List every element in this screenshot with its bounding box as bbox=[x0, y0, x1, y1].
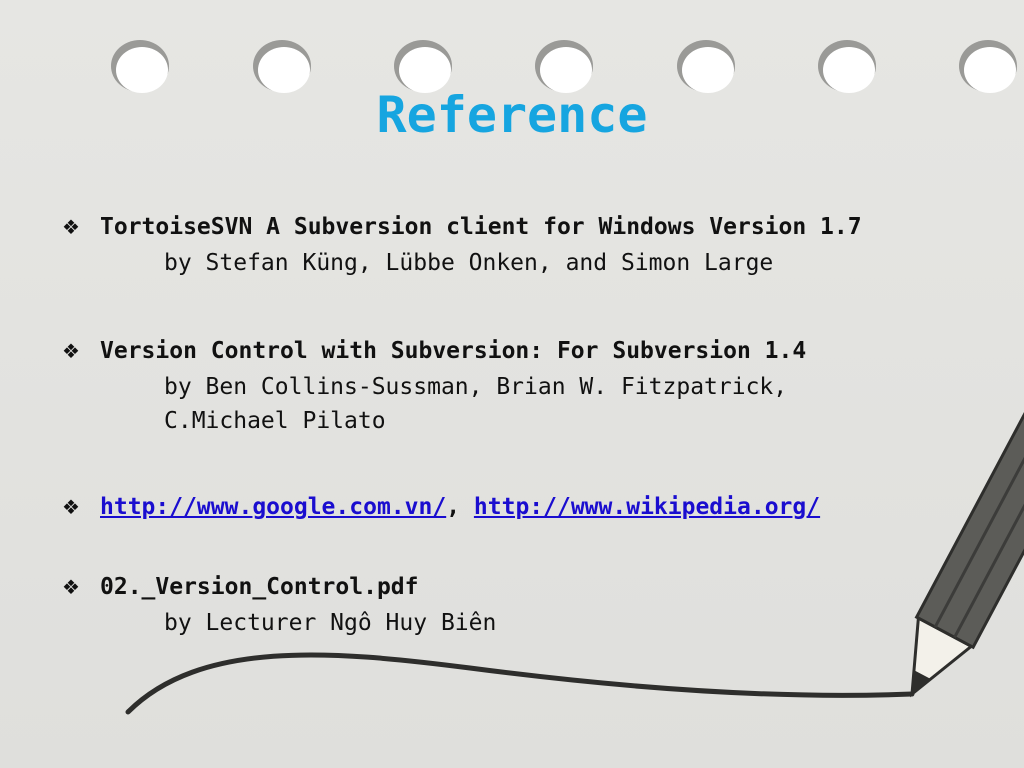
reference-byline: by Ben Collins-Sussman, Brian W. Fitzpat… bbox=[164, 374, 788, 400]
diamond-bullet-icon: ❖ bbox=[62, 575, 80, 599]
reference-byline: by Lecturer Ngô Huy Biên bbox=[164, 610, 497, 636]
reference-item-links: ❖ http://www.google.com.vn/, http://www.… bbox=[62, 488, 820, 526]
diamond-bullet-icon: ❖ bbox=[62, 215, 80, 239]
reference-title: TortoiseSVN A Subversion client for Wind… bbox=[100, 214, 862, 240]
reference-links-line: http://www.google.com.vn/, http://www.wi… bbox=[100, 488, 820, 526]
binder-hole-7 bbox=[959, 40, 1017, 93]
binder-hole-1 bbox=[111, 40, 169, 93]
reference-item-tortoisesvn: ❖ TortoiseSVN A Subversion client for Wi… bbox=[62, 208, 862, 280]
reference-byline: by Stefan Küng, Lübbe Onken, and Simon L… bbox=[164, 250, 774, 276]
link-separator: , bbox=[446, 494, 461, 520]
binder-hole-5 bbox=[677, 40, 735, 93]
binder-hole-2 bbox=[253, 40, 311, 93]
reference-title: Version Control with Subversion: For Sub… bbox=[100, 338, 807, 364]
binder-hole-4 bbox=[535, 40, 593, 93]
link-wikipedia[interactable]: http://www.wikipedia.org/ bbox=[473, 494, 821, 520]
reference-byline-continued: C.Michael Pilato bbox=[164, 408, 386, 434]
binder-hole-3 bbox=[394, 40, 452, 93]
slide-title: Reference bbox=[376, 86, 648, 144]
binder-hole-6 bbox=[818, 40, 876, 93]
reference-item-svnbook: ❖ Version Control with Subversion: For S… bbox=[62, 332, 806, 438]
pencil-stroke-line bbox=[125, 652, 915, 715]
reference-title: 02._Version_Control.pdf bbox=[100, 574, 419, 600]
reference-item-pdf: ❖ 02._Version_Control.pdf by Lecturer Ng… bbox=[62, 568, 496, 640]
diamond-bullet-icon: ❖ bbox=[62, 339, 80, 363]
diamond-bullet-icon: ❖ bbox=[62, 495, 80, 519]
link-google[interactable]: http://www.google.com.vn/ bbox=[100, 494, 447, 520]
pencil-body bbox=[910, 394, 1024, 698]
notebook-holes bbox=[111, 40, 1017, 93]
